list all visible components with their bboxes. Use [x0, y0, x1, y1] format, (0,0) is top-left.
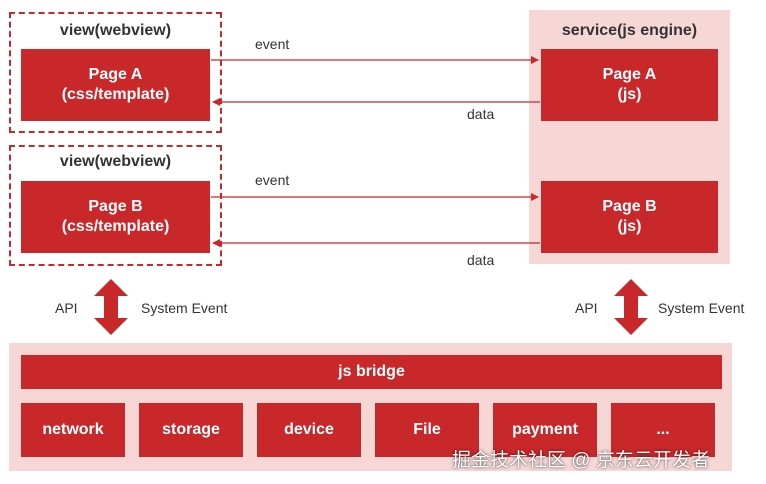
- module-payment-box: payment: [493, 403, 597, 457]
- service-page-a-box: Page A (js): [541, 49, 718, 121]
- view-a-title: view(webview): [59, 22, 172, 39]
- module-device-box: device: [257, 403, 361, 457]
- service-page-a-name: Page A: [602, 66, 657, 83]
- module-network-label: network: [42, 421, 104, 438]
- module-file-label: File: [413, 421, 441, 438]
- module-device-label: device: [284, 421, 334, 438]
- left-system-event-label: System Event: [141, 300, 228, 316]
- data-a-label: data: [467, 106, 495, 122]
- view-page-b-name: Page B: [88, 198, 143, 215]
- service-page-b-box: Page B (js): [541, 181, 718, 253]
- module-payment-label: payment: [512, 421, 578, 438]
- view-page-a-box: Page A (css/template): [21, 49, 210, 121]
- right-double-arrow-icon: [614, 279, 648, 335]
- right-system-event-label: System Event: [658, 300, 745, 316]
- view-page-b-sub: (css/template): [61, 218, 170, 235]
- view-b-title: view(webview): [59, 153, 172, 170]
- module-network-box: network: [21, 403, 125, 457]
- service-page-a-sub: (js): [617, 86, 642, 103]
- event-b-label: event: [255, 172, 290, 188]
- view-page-b-box: Page B (css/template): [21, 181, 210, 253]
- module-storage-box: storage: [139, 403, 243, 457]
- left-api-label: API: [55, 300, 78, 316]
- event-a-label: event: [255, 36, 290, 52]
- view-page-a-sub: (css/template): [61, 86, 170, 103]
- module-file-box: File: [375, 403, 479, 457]
- service-page-b-name: Page B: [602, 198, 657, 215]
- right-api-label: API: [575, 300, 598, 316]
- js-bridge-label: js bridge: [338, 363, 405, 380]
- service-page-b-sub: (js): [617, 218, 642, 235]
- service-title: service(js engine): [561, 22, 698, 39]
- js-bridge-bar: js bridge: [21, 355, 722, 389]
- module-more-label: ...: [656, 421, 670, 438]
- data-b-label: data: [467, 252, 495, 268]
- watermark: 掘金技术社区 @ 京东云开发者: [452, 450, 710, 471]
- module-storage-label: storage: [162, 421, 220, 438]
- view-page-a-name: Page A: [88, 66, 143, 83]
- left-double-arrow-icon: [94, 279, 128, 335]
- module-more-box: ...: [611, 403, 715, 457]
